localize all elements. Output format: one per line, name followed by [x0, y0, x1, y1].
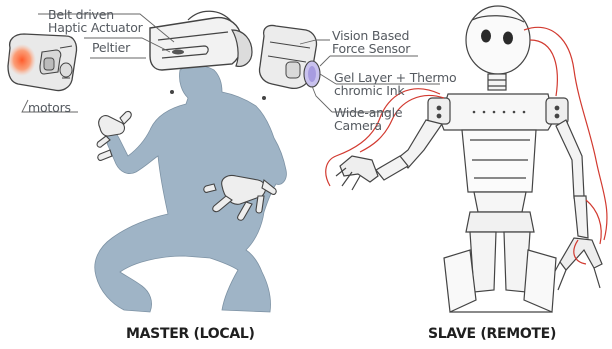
label-chromic-ink: chromic Ink [334, 84, 404, 97]
slave-caption: SLAVE (REMOTE) [428, 326, 556, 342]
vr-headset-icon [150, 11, 252, 70]
fingertip-actuator-icon [8, 34, 77, 91]
label-force-sensor: Force Sensor [332, 42, 410, 55]
label-haptic-actuator: Haptic Actuator [48, 21, 143, 34]
master-caption: MASTER (LOCAL) [126, 326, 255, 342]
label-camera: Camera [334, 119, 382, 132]
label-peltier: Peltier [92, 41, 130, 54]
label-motors: motors [28, 101, 71, 114]
fingertip-sensor-icon [260, 25, 321, 88]
